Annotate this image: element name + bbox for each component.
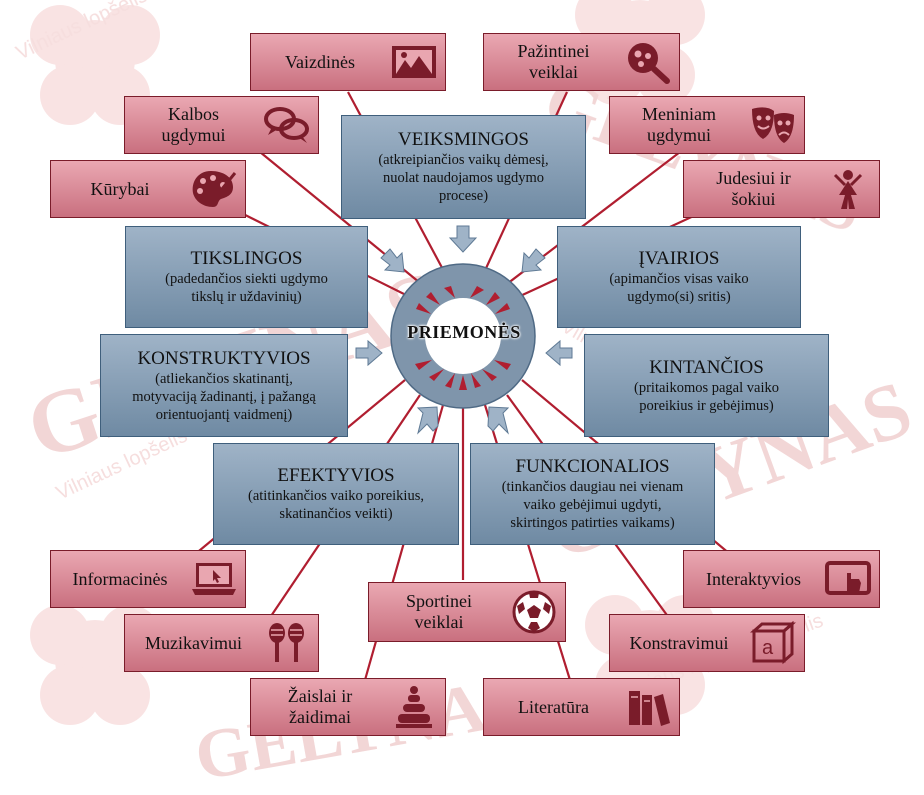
arrow-up-right: [416, 406, 439, 435]
category-label: Žaislai ir žaidimai: [287, 686, 353, 727]
category-label: Konstravimui: [629, 632, 729, 653]
arrow-down-left: [521, 248, 546, 273]
category-label: Muzikavimui: [145, 632, 242, 653]
dancer-icon: [833, 170, 863, 209]
quality-box-kintancios: KINTANČIOS (pritaikomos pagal vaiko pore…: [584, 334, 829, 437]
letter-block-icon: a: [750, 621, 796, 665]
category-label: Kalbos ugdymui: [161, 104, 226, 145]
category-box-informacines: Informacinės: [50, 550, 246, 608]
theater-masks-icon: [752, 107, 794, 143]
quality-title: KONSTRUKTYVIOS: [137, 347, 311, 369]
maracas-icon: [269, 623, 304, 662]
category-box-kurybai: Kūrybai: [50, 160, 246, 218]
category-label: Interaktyvios: [706, 568, 801, 589]
quality-desc: (apimančios visas vaiko ugdymo(si) sriti…: [609, 271, 749, 305]
svg-text:a: a: [762, 637, 774, 659]
quality-box-efektyvios: EFEKTYVIOS (atitinkančios vaiko poreikiu…: [213, 443, 459, 545]
category-label: Kūrybai: [90, 178, 150, 199]
category-label: Informacinės: [72, 568, 168, 589]
quality-box-ivairios: ĮVAIRIOS (apimančios visas vaiko ugdymo(…: [557, 226, 801, 328]
arrow-up-left: [487, 406, 510, 435]
quality-title: ĮVAIRIOS: [638, 248, 720, 269]
arrow-down-right: [380, 248, 405, 273]
category-box-zaislai-ir-zaidimai: Žaislai ir žaidimai: [250, 678, 446, 736]
hub-inner: [425, 298, 501, 374]
quality-box-veiksmingos: VEIKSMINGOS (atkreipiančios vaikų dėmesį…: [341, 115, 586, 219]
category-label: Vaizdinės: [285, 51, 355, 72]
picture-icon: [392, 46, 436, 78]
magnifier-icon: [628, 43, 670, 84]
arrow-left: [545, 339, 573, 367]
category-label: Sportinei veiklai: [406, 591, 472, 632]
quality-desc: (atitinkančios vaiko poreikius, skatinan…: [248, 488, 424, 522]
soccer-ball-icon: [512, 590, 556, 634]
touchscreen-icon: [825, 561, 871, 595]
quality-desc: (pritaikomos pagal vaiko poreikius ir ge…: [634, 379, 779, 414]
palette-icon: [192, 171, 237, 207]
arrow-down: [448, 225, 478, 253]
quality-desc: (atkreipiančios vaikų dėmesį, nuolat nau…: [378, 152, 549, 204]
category-box-kalbos-ugdymui: Kalbos ugdymui: [124, 96, 319, 154]
quality-title: VEIKSMINGOS: [398, 129, 529, 150]
category-box-vaizdines: Vaizdinės: [250, 33, 446, 91]
category-label: Judesiui ir šokiui: [716, 168, 791, 209]
category-label: Literatūra: [518, 696, 589, 717]
red-arrowheads: [415, 286, 511, 390]
quality-desc: (tinkančios daugiau nei vienam vaiko geb…: [501, 479, 684, 531]
category-box-konstravimui: Konstravimui a: [609, 614, 805, 672]
quality-title: KINTANČIOS: [649, 356, 764, 378]
books-icon: [629, 691, 670, 726]
quality-box-konstruktyvios: KONSTRUKTYVIOS (atliekančios skatinantį,…: [100, 334, 348, 437]
laptop-icon: [192, 563, 236, 595]
quality-title: FUNKCIONALIOS: [515, 456, 670, 477]
category-label: Meniniam ugdymui: [642, 104, 716, 145]
quality-title: EFEKTYVIOS: [277, 465, 395, 486]
center-label: PRIEMONĖS: [407, 322, 521, 342]
category-box-judesiui-ir-sokiui: Judesiui ir šokiui: [683, 160, 880, 218]
category-box-pazintinei-veiklai: Pažintinei veiklai: [483, 33, 680, 91]
quality-box-tikslingos: TIKSLINGOS (padedančios siekti ugdymo ti…: [125, 226, 368, 328]
quality-desc: (atliekančios skatinantį, motyvaciją žad…: [132, 370, 316, 423]
speech-bubbles-icon: [264, 107, 309, 143]
quality-title: TIKSLINGOS: [190, 248, 303, 269]
stacking-toy-icon: [396, 686, 432, 728]
category-label: Pažintinei veiklai: [517, 41, 590, 82]
quality-desc: (padedančios siekti ugdymo tikslų ir užd…: [165, 271, 328, 305]
category-box-literatura: Literatūra: [483, 678, 680, 736]
category-box-meniniam-ugdymui: Meniniam ugdymui: [609, 96, 805, 154]
quality-box-funkcionalios: FUNKCIONALIOS (tinkančios daugiau nei vi…: [470, 443, 715, 545]
category-box-muzikavimui: Muzikavimui: [124, 614, 319, 672]
arrow-right: [355, 339, 383, 367]
category-box-sportinei-veiklai: Sportinei veiklai: [368, 582, 566, 642]
category-box-interaktyvios: Interaktyvios: [683, 550, 880, 608]
